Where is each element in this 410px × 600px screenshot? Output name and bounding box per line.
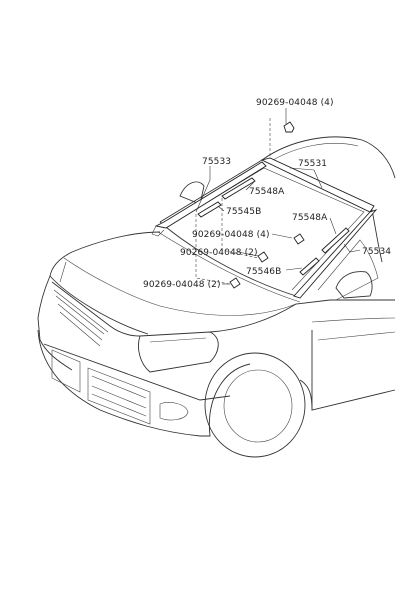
- clip-mid-4-icon: [293, 233, 305, 245]
- label-clip-top: 90269-04048 (4): [256, 98, 334, 108]
- clip-mid-2-icon: [257, 251, 269, 263]
- molding-75533-shape: [154, 161, 267, 229]
- label-75545b: 75545B: [226, 207, 261, 217]
- molding-75548a-right-shape: [321, 227, 350, 254]
- leader-lines: [195, 108, 361, 285]
- car-body-drawing: [37, 136, 396, 458]
- part-labels: 90269-04048 (4) 75533 75531 75548A 75545…: [143, 98, 391, 290]
- label-75546b: 75546B: [246, 267, 281, 277]
- clip-icons: [229, 121, 305, 289]
- label-75548a-upper: 75548A: [249, 187, 285, 197]
- label-75534: 75534: [362, 247, 391, 257]
- molding-parts: [151, 157, 378, 299]
- label-clip-mid-2: 90269-04048 (2): [180, 248, 258, 258]
- clip-top-icon: [283, 121, 295, 133]
- molding-75531-shape: [260, 157, 375, 213]
- clip-low-2-icon: [229, 277, 241, 289]
- label-75548a-right: 75548A: [292, 213, 328, 223]
- molding-75545b-shape: [197, 201, 222, 218]
- label-clip-mid-4: 90269-04048 (4): [192, 230, 270, 240]
- label-clip-low-2: 90269-04048 (2): [143, 280, 221, 290]
- molding-75548a-upper-shape: [221, 177, 256, 200]
- label-75531: 75531: [298, 159, 327, 169]
- molding-75534-shape: [293, 209, 378, 299]
- label-75533: 75533: [202, 157, 231, 167]
- molding-75546b-shape: [299, 257, 320, 276]
